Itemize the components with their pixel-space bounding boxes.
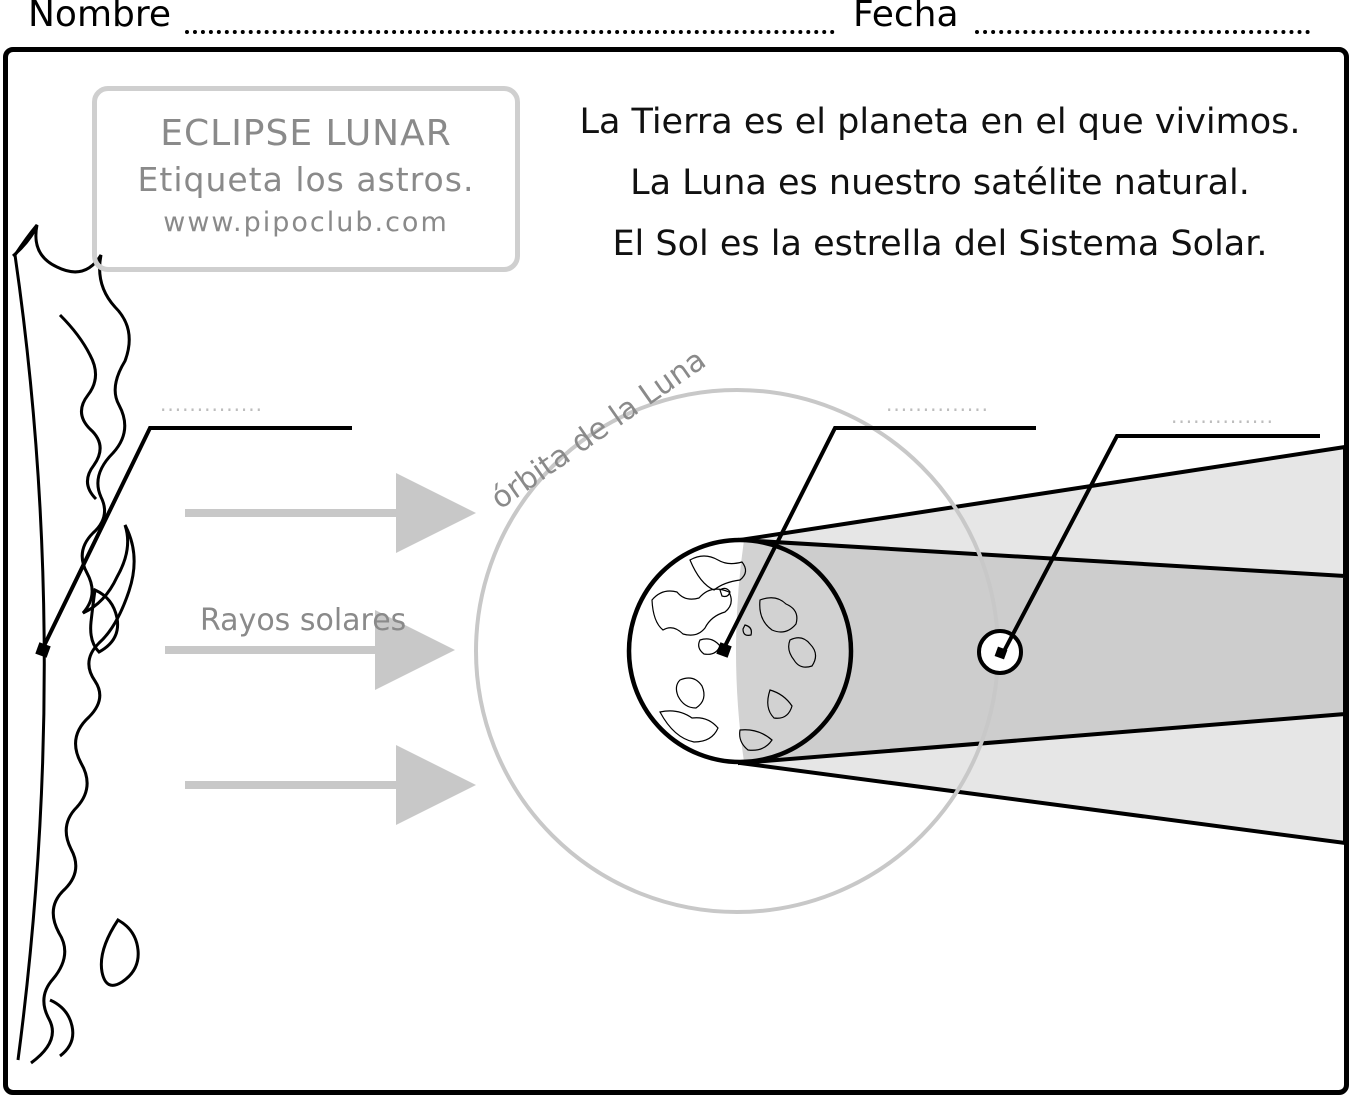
intro-line-earth: La Tierra es el planeta en el que vivimo… <box>579 102 1301 142</box>
intro-line-sun: El Sol es la estrella del Sistema Solar. <box>612 224 1268 264</box>
intro-line-moon: La Luna es nuestro satélite natural. <box>630 163 1250 203</box>
name-field[interactable] <box>185 30 835 34</box>
orbit-label: órbita de la Luna <box>485 342 713 516</box>
sun-label-line <box>40 426 352 651</box>
worksheet-instruction: Etiqueta los astros. <box>137 160 475 199</box>
rays-label: Rayos solares <box>200 603 406 638</box>
moon-label-line <box>1000 434 1320 656</box>
worksheet-header: Nombre Fecha <box>0 0 1350 46</box>
answer-blank-sun[interactable]: .............. <box>160 392 263 416</box>
name-label: Nombre <box>28 0 172 35</box>
continents <box>651 555 817 751</box>
earth-label-line <box>721 426 1036 651</box>
sun <box>12 224 140 1065</box>
solar-rays <box>165 473 476 825</box>
label-line-ends <box>35 642 1008 660</box>
website-label: www.pipoclub.com <box>163 207 449 238</box>
date-label: Fecha <box>853 0 959 35</box>
worksheet-title: ECLIPSE LUNAR <box>160 113 452 154</box>
intro-text: La Tierra es el planeta en el que vivimo… <box>540 92 1340 275</box>
title-box: ECLIPSE LUNAR Etiqueta los astros. www.p… <box>92 86 520 272</box>
label-lines <box>40 426 1320 656</box>
answer-blank-moon[interactable]: .............. <box>1171 404 1274 428</box>
answer-blank-earth[interactable]: .............. <box>886 392 989 416</box>
date-field[interactable] <box>975 30 1310 34</box>
